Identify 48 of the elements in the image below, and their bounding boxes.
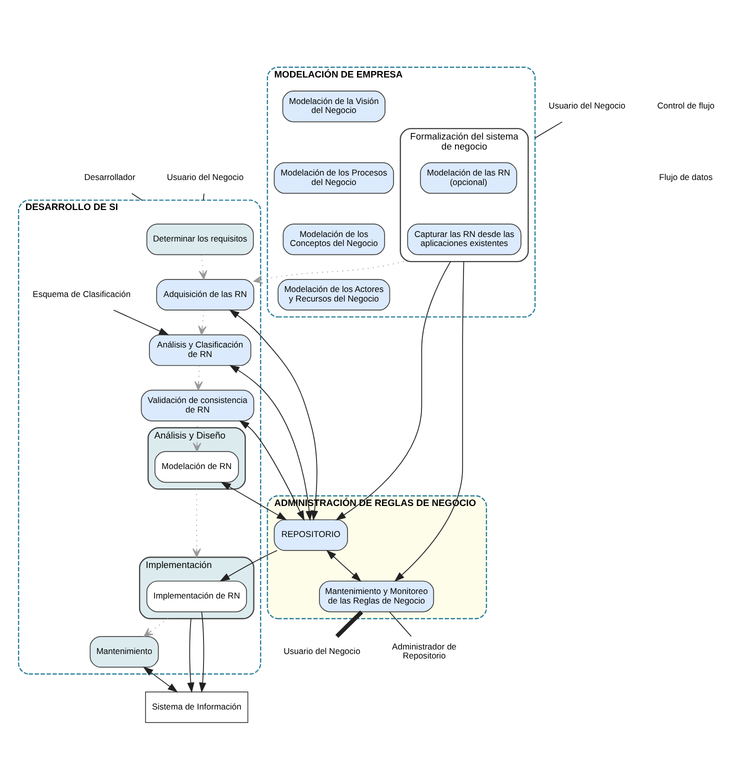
node-box: Capturar las RN desde las aplicaciones existentes <box>407 224 522 256</box>
arrow <box>143 666 178 693</box>
node-box: Mantenimiento <box>90 636 159 668</box>
connector <box>389 612 412 637</box>
arrow <box>239 420 305 521</box>
node-text: Esquema de Clasificación <box>32 288 131 299</box>
arrow <box>194 365 203 390</box>
arrow <box>144 618 168 637</box>
node-text: Usuario del Negocio <box>284 646 360 656</box>
node-box: Modelación de la Visión del Negocio <box>282 90 386 122</box>
arrow <box>198 254 208 280</box>
arrow <box>220 482 287 520</box>
legend-label: Control de flujo <box>657 100 715 111</box>
connector <box>534 122 563 138</box>
node-box: Determinar los requisitos <box>146 224 254 256</box>
node-box: Validación de consistencia de RN <box>140 390 254 422</box>
arrow <box>187 618 194 693</box>
node-box: Modelación de los Actores y Recursos del Negocio <box>278 279 390 311</box>
arrow <box>192 488 201 558</box>
node-box: Sistema de Información <box>145 691 248 724</box>
node-box: Modelación de RN <box>154 451 239 483</box>
arrow <box>199 612 206 693</box>
node-box: Adquisición de las RN <box>156 279 254 311</box>
arrow <box>192 420 202 452</box>
arrow <box>336 261 451 520</box>
connector <box>131 193 142 201</box>
node-text: Administrador de Repositorio <box>392 641 456 661</box>
node-box: Modelación de los Conceptos del Negocio <box>282 224 386 256</box>
arrow <box>198 310 207 336</box>
node-box: Modelación de las RN (opcional) <box>420 162 518 194</box>
arrow <box>326 550 362 582</box>
node-text: Desarrollador <box>84 172 136 182</box>
arrow <box>253 261 404 284</box>
node-box: Análisis y Clasificación de RN <box>148 334 252 366</box>
node-text: Usuario del Negocio <box>548 100 626 111</box>
node-text: Usuario del Negocio <box>166 172 244 182</box>
node-box: Mantenimiento y Monitoreo de las Reglas de Negocio <box>319 580 434 612</box>
legend-label: Flujo de datos <box>659 172 713 182</box>
node-box: Implementación de RN <box>146 580 247 612</box>
node-box: REPOSITORIO <box>274 519 348 551</box>
connector <box>202 193 204 201</box>
arrow <box>394 261 464 582</box>
arrow <box>220 550 278 582</box>
node-box: Modelación de los Procesos del Negocio <box>274 162 394 194</box>
connector <box>335 610 364 638</box>
arrow <box>229 364 313 522</box>
arrow <box>113 310 170 336</box>
arrow <box>229 309 318 521</box>
